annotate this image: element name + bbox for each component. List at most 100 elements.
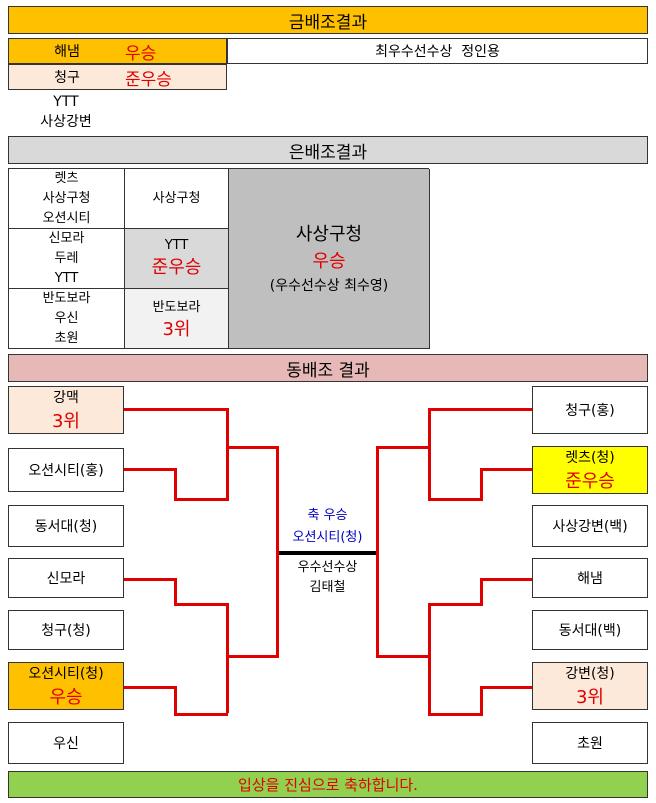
bracket-team-name: 동서대(청) (34, 519, 98, 535)
footer-banner: 입상을 진심으로 축하합니다. (8, 771, 648, 798)
bracket-team-name: 동서대(백) (558, 623, 622, 639)
gold-winner-row: 해냄 우승 (8, 38, 227, 64)
bracket-line (226, 408, 229, 501)
bracket-team-right: 해냄 (532, 558, 648, 598)
silver-team: 신모라 (48, 230, 85, 246)
bracket-champion: 오션시티(청) (292, 530, 363, 545)
bracket-team-name: 사상강변(백) (552, 519, 628, 535)
silver-title: 은배조결과 (8, 136, 648, 164)
bracket-line (174, 603, 228, 606)
bracket-mvp-name: 김태철 (309, 580, 346, 595)
silver-team: 렛츠 (54, 170, 79, 186)
silver-result-team: YTT (164, 238, 189, 253)
bracket-team-left: 신모라 (8, 558, 124, 598)
bracket-team-name: 렛츠(청) (565, 450, 615, 466)
gold-other-team: YTT (53, 94, 79, 110)
bracket-line (376, 655, 431, 658)
bracket-team-left: 청구(청) (8, 610, 124, 650)
bracket-team-rank: 3위 (575, 687, 604, 708)
bracket-team-rank: 우승 (49, 687, 83, 708)
bracket-line (428, 498, 483, 501)
bronze-title: 동배조 결과 (8, 354, 648, 382)
gold-runner-rank: 준우승 (125, 69, 172, 90)
bracket-line (480, 686, 483, 716)
silver-champion-team: 사상구청 (295, 223, 363, 245)
bracket-line (124, 578, 176, 581)
silver-champion-rank: 우승 (312, 250, 346, 272)
gold-winner-team: 해냄 (54, 44, 80, 60)
bracket-final-line (279, 551, 376, 555)
bracket-team-left: 강맥 3위 (8, 386, 124, 434)
bracket-mvp-label: 우수선수상 (297, 560, 358, 575)
bracket-team-name: 강맥 (53, 390, 79, 406)
bracket-line (124, 686, 176, 689)
bronze-title-text: 동배조 결과 (286, 360, 370, 381)
bracket-line (124, 468, 176, 471)
gold-mvp: 최우수선수상 정인용 (227, 38, 648, 64)
gold-runner-team: 청구 (54, 70, 80, 86)
gold-mvp-text: 최우수선수상 정인용 (375, 44, 500, 60)
bracket-team-right: 청구(홍) (532, 386, 648, 434)
gold-other-team: 사상강변 (40, 114, 92, 130)
silver-group-result: 사상구청 (125, 169, 229, 229)
silver-champion: 사상구청 우승 (우수선수상 최수영) (229, 169, 430, 349)
bracket-team-left: 우신 (8, 722, 124, 764)
bracket-team-right: 초원 (532, 722, 648, 764)
bracket-team-name: 우신 (53, 736, 79, 752)
footer-text: 입상을 진심으로 축하합니다. (238, 776, 418, 794)
bracket-team-right: 동서대(백) (532, 610, 648, 650)
silver-result-team: 사상구청 (152, 190, 201, 206)
bracket-team-rank: 준우승 (565, 471, 615, 492)
silver-champion-mvp: (우수선수상 최수영) (269, 277, 389, 294)
silver-group-result: 반도보라 3위 (125, 289, 229, 349)
silver-group-teams: 렛츠 사상구청 오션시티 (9, 169, 125, 229)
bracket-team-rank: 3위 (51, 411, 80, 432)
bracket-team-name: 청구(홍) (565, 403, 615, 419)
silver-group-teams: 반도보라 우신 초원 (9, 289, 125, 349)
bracket-line (174, 578, 177, 606)
silver-title-text: 은배조결과 (288, 142, 368, 163)
silver-team: 두레 (54, 250, 79, 266)
bracket-team-right: 강변(청) 3위 (532, 662, 648, 710)
bracket-line (480, 578, 483, 606)
bracket-line (480, 468, 532, 471)
silver-team: 사상구청 (42, 190, 91, 206)
bracket-team-name: 오션시티(홍) (28, 463, 104, 479)
gold-winner-rank: 우승 (125, 43, 157, 64)
bracket-line (376, 446, 430, 449)
bracket-line (174, 713, 228, 716)
bracket-team-left: 오션시티(홍) (8, 448, 124, 492)
silver-table: 렛츠 사상구청 오션시티 사상구청 신모라 두레 YTT YTT 준우승 반도보… (8, 168, 430, 349)
bracket-center-bottom: 우수선수상 김태철 (279, 558, 376, 598)
bracket-line (174, 498, 228, 501)
bracket-team-name: 오션시티(청) (28, 666, 104, 682)
bracket-team-right: 사상강변(백) (532, 505, 648, 547)
silver-result-rank: 준우승 (151, 257, 202, 278)
bracket-line (226, 446, 278, 449)
bracket-line (428, 408, 431, 501)
silver-team: 오션시티 (42, 210, 91, 226)
bracket-team-name: 초원 (577, 736, 603, 752)
silver-team: 우신 (54, 310, 79, 326)
bracket-line (124, 408, 228, 411)
silver-group-teams: 신모라 두레 YTT (9, 229, 125, 289)
bracket-line (174, 468, 177, 500)
bracket-line (480, 578, 532, 581)
bracket-line (174, 686, 177, 716)
bracket-line (276, 446, 279, 658)
gold-title: 금배조결과 (8, 6, 648, 34)
gold-title-text: 금배조결과 (288, 12, 368, 33)
silver-team: YTT (54, 270, 79, 286)
bracket-center-top: 축 우승 오션시티(청) (279, 505, 376, 549)
bracket-team-name: 강변(청) (565, 666, 615, 682)
bracket-line (428, 408, 532, 411)
silver-team: 초원 (54, 330, 79, 346)
gold-runner-row: 청구 준우승 (8, 64, 227, 90)
bracket-line (428, 713, 483, 716)
silver-team: 반도보라 (42, 290, 91, 306)
bracket-line (480, 686, 532, 689)
bracket-line (226, 603, 229, 713)
silver-result-team: 반도보라 (152, 300, 201, 315)
bracket-line (376, 446, 379, 658)
gold-others: YTT 사상강변 (8, 92, 124, 132)
